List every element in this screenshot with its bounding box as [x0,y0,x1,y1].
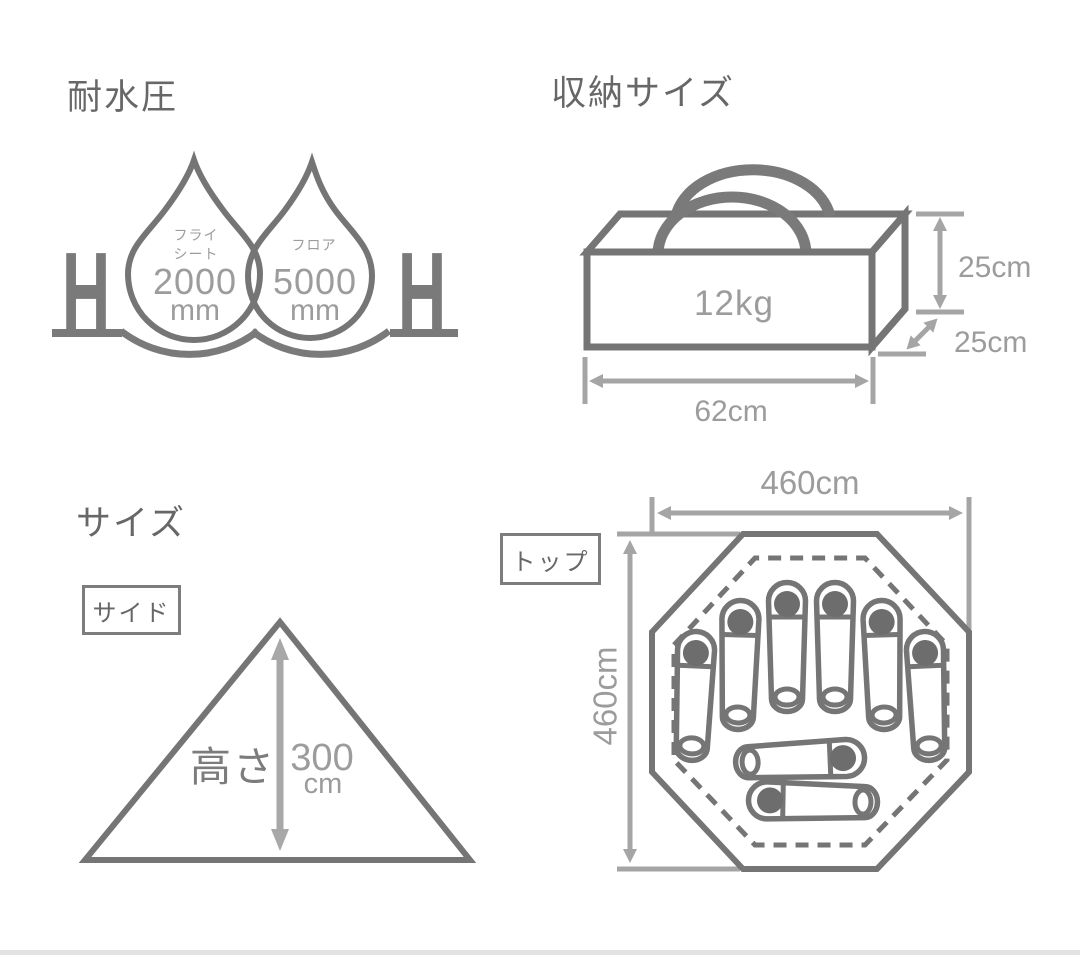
storage-bag-diagram [579,164,964,404]
height-dimension [916,211,964,315]
storage-depth-label: 25cm [954,326,1028,359]
storage-width-label: 62cm [694,395,768,428]
water-resistance-title: 耐水圧 [67,78,179,117]
floor-width-label: 460cm [760,464,860,501]
top-tag: トップ [500,533,601,585]
size-title: サイズ [76,504,186,543]
side-tag: サイド [82,585,181,635]
storage-height-label: 25cm [958,251,1032,284]
flysheet-unit: mm [170,294,220,327]
floor-unit: mm [290,294,340,327]
sleeping-bag [673,631,716,761]
tent-height-value: 300 [290,737,354,779]
flysheet-value: 2000 [152,261,238,302]
side-view-diagram [78,617,477,863]
floor-label: フロア [291,237,337,253]
bag-handle-back [670,164,836,218]
water-resistance-diagram [52,150,458,358]
bag-handle-front [652,191,812,255]
water-column-letter-right: H [397,228,447,358]
top-width-dimension [649,497,972,630]
top-view-diagram [617,497,972,872]
photo-edge-strip [0,950,1080,955]
inner-floor-dashed [671,555,950,848]
sleeping-bag [817,583,854,712]
depth-dimension [906,318,938,350]
sleeping-bag [748,782,878,821]
flysheet-label-line1: フライ [173,227,219,243]
sleeping-bag [769,583,806,712]
floor-value: 5000 [272,261,358,302]
sleeping-bag [863,600,903,730]
water-column-letter-left: H [61,228,111,358]
sleeping-bag [719,600,759,730]
flysheet-label-line2: シート [173,246,219,262]
top-height-dimension [617,531,740,872]
floor-height-label: 460cm [586,646,624,746]
sleeping-bag [735,739,865,782]
weight-value: 12kg [694,284,774,323]
tent-height-unit: cm [303,768,343,800]
tent-height-label: 高さ [190,744,276,790]
width-dimension [582,357,876,404]
storage-size-title: 収納サイズ [551,74,735,113]
sleeping-bag [906,631,949,761]
